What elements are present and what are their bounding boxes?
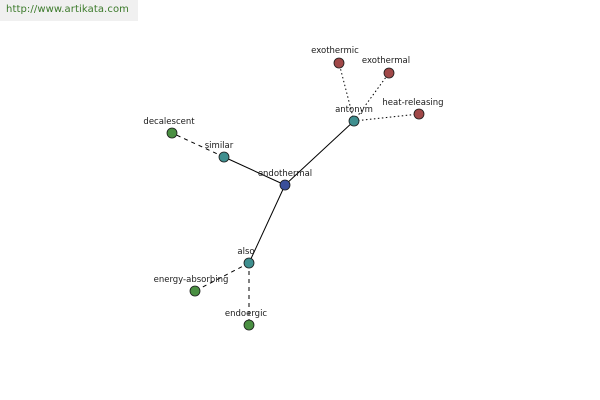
- node-decalescent[interactable]: decalescent: [143, 117, 195, 139]
- node-endoergic[interactable]: endoergic: [225, 309, 268, 331]
- node-energy-absorbing[interactable]: energy-absorbing: [154, 275, 229, 297]
- node-exothermal[interactable]: exothermal: [362, 56, 410, 79]
- url-bar: http://www.artikata.com: [0, 0, 138, 21]
- node-label-decalescent: decalescent: [143, 117, 195, 127]
- node-heat-releasing[interactable]: heat-releasing: [382, 98, 444, 120]
- node-also[interactable]: also: [237, 247, 255, 269]
- node-antonym[interactable]: antonym: [335, 105, 373, 127]
- node-endothermal[interactable]: endothermal: [258, 169, 312, 191]
- edge-endothermal-similar: [223, 156, 286, 186]
- node-marker-heat-releasing[interactable]: [413, 108, 425, 120]
- nodes-layer: endothermalantonymsimilaralsoexothermice…: [143, 46, 444, 331]
- edge-endothermal-also: [248, 184, 286, 264]
- edge-antonym-heat-releasing: [353, 113, 420, 122]
- edge-endothermal-antonym: [284, 120, 355, 186]
- node-label-endothermal: endothermal: [258, 169, 312, 179]
- node-marker-exothermic[interactable]: [333, 57, 345, 69]
- node-label-exothermic: exothermic: [311, 46, 359, 56]
- node-marker-energy-absorbing[interactable]: [189, 285, 201, 297]
- edge-also-energy-absorbing: [194, 262, 250, 292]
- node-label-exothermal: exothermal: [362, 56, 410, 66]
- node-similar[interactable]: similar: [205, 141, 234, 163]
- node-marker-similar[interactable]: [218, 151, 230, 163]
- node-exothermic[interactable]: exothermic: [311, 46, 359, 69]
- edges-layer: [171, 62, 420, 325]
- node-marker-endoergic[interactable]: [243, 319, 255, 331]
- edge-similar-decalescent: [171, 132, 225, 158]
- site-url-link[interactable]: http://www.artikata.com: [6, 4, 129, 15]
- node-label-heat-releasing: heat-releasing: [382, 98, 443, 108]
- node-marker-endothermal[interactable]: [279, 179, 291, 191]
- node-label-also: also: [237, 247, 254, 257]
- node-marker-exothermal[interactable]: [383, 67, 395, 79]
- node-marker-antonym[interactable]: [348, 115, 360, 127]
- node-marker-decalescent[interactable]: [166, 127, 178, 139]
- node-label-endoergic: endoergic: [225, 309, 268, 319]
- node-marker-also[interactable]: [243, 257, 255, 269]
- node-label-similar: similar: [205, 141, 234, 151]
- node-label-energy-absorbing: energy-absorbing: [154, 275, 229, 285]
- node-label-antonym: antonym: [335, 105, 373, 115]
